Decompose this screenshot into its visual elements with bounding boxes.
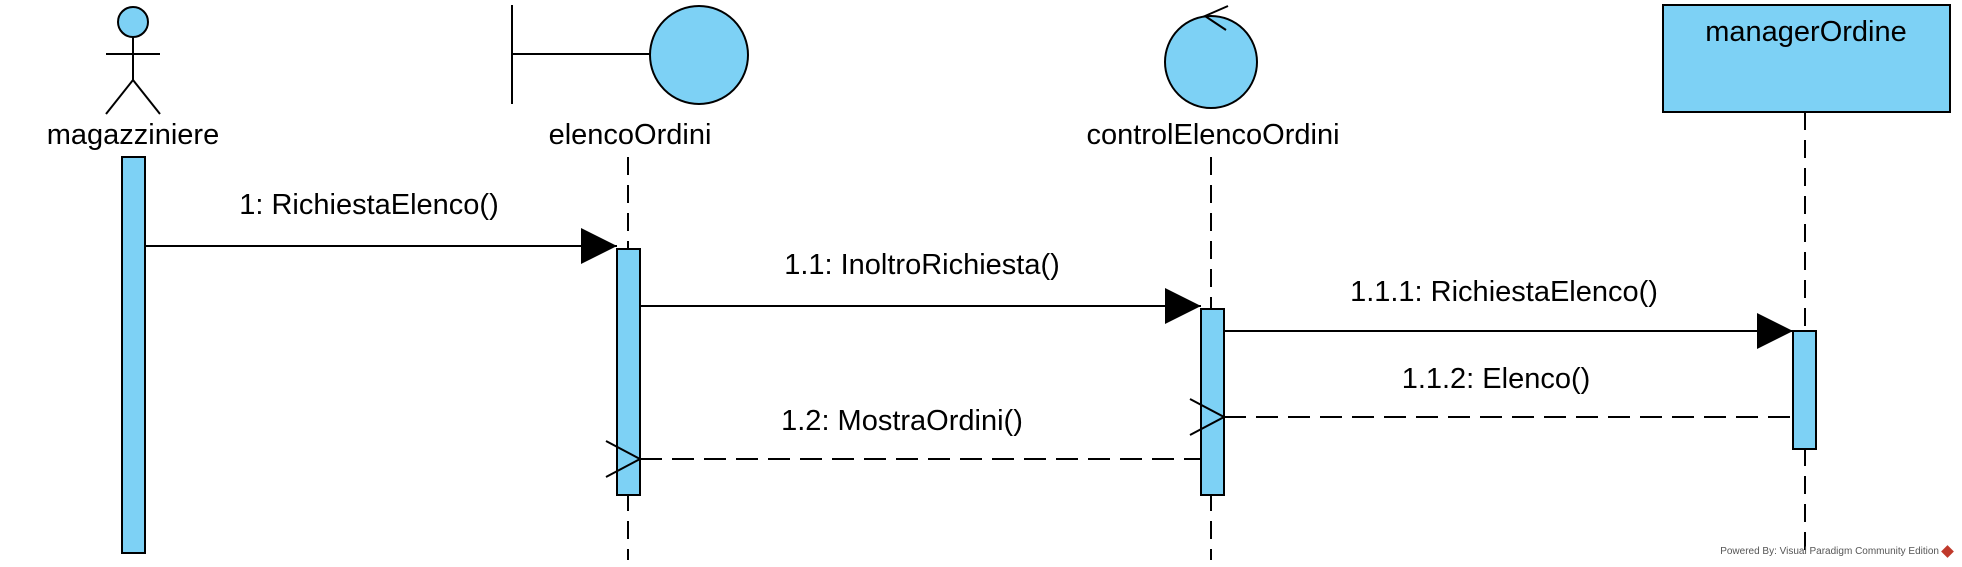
- message-label-1-1-2: 1.1.2: Elenco(): [1402, 363, 1591, 395]
- class-box-managerOrdine[interactable]: [1662, 4, 1951, 113]
- actor-label: magazziniere: [47, 119, 219, 151]
- class-box-label: managerOrdine: [1705, 16, 1907, 48]
- message-label-1-1: 1.1: InoltroRichiesta(): [784, 249, 1060, 281]
- activation-bar-magazziniere: [121, 156, 146, 554]
- message-label-1-1-1: 1.1.1: RichiestaElenco(): [1350, 276, 1658, 308]
- watermark-text: Powered By: Visual Paradigm Community Ed…: [1720, 546, 1939, 557]
- activation-bar-controlElencoOrdini: [1200, 308, 1225, 496]
- visual-paradigm-logo-icon: [1941, 545, 1954, 558]
- message-label-1: 1: RichiestaElenco(): [239, 189, 499, 221]
- boundary-icon[interactable]: [511, 5, 749, 105]
- control-label: controlElencoOrdini: [1086, 119, 1339, 151]
- control-icon[interactable]: [1164, 5, 1258, 109]
- boundary-label: elencoOrdini: [549, 119, 712, 151]
- actor-figure-icon[interactable]: [105, 6, 161, 115]
- message-label-1-2: 1.2: MostraOrdini(): [781, 405, 1023, 437]
- activation-bar-managerOrdine: [1792, 330, 1817, 450]
- activation-bar-elencoOrdini: [616, 248, 641, 496]
- watermark: Powered By: Visual Paradigm Community Ed…: [1720, 545, 1954, 558]
